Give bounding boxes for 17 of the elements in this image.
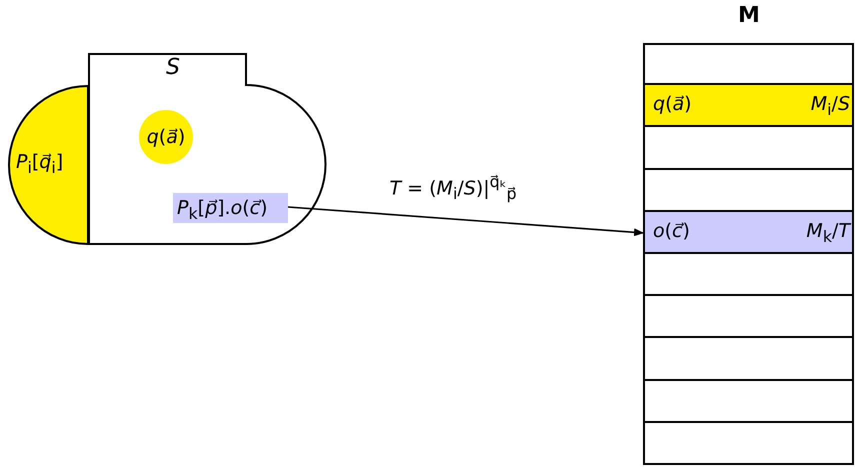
- empty-row: [643, 43, 854, 86]
- half-disc-label: P$_{i}$[q⃗$_{i}$]: [16, 151, 64, 177]
- empty-row: [643, 296, 854, 338]
- empty-row: [643, 254, 854, 296]
- row-label: M$_{i}$/S: [810, 93, 850, 119]
- table-title: M: [738, 3, 760, 28]
- row-label: M$_{k}$/T: [806, 220, 850, 246]
- highlighted-term: P$_{k}$[p⃗].o(c⃗): [173, 193, 288, 223]
- empty-row: [643, 338, 854, 381]
- empty-row: [643, 127, 854, 170]
- empty-row: [643, 422, 854, 465]
- row-label: q(a⃗): [653, 93, 692, 116]
- empty-row: [643, 380, 854, 423]
- empty-row: [643, 170, 854, 212]
- row-label: o(c⃗): [653, 220, 690, 242]
- arrow: [288, 206, 644, 236]
- region-title: S: [165, 55, 181, 80]
